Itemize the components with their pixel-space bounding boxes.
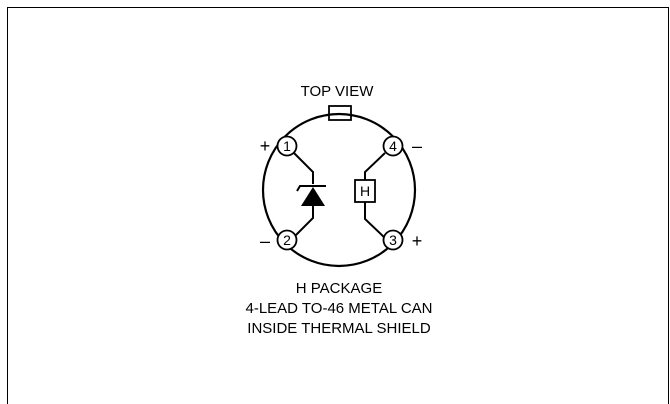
lead-pin1-trace <box>292 151 314 184</box>
heater-label: H <box>360 183 370 199</box>
lead-pin3-trace <box>364 202 386 239</box>
diagram-frame <box>7 7 669 404</box>
pin-1-polarity: + <box>260 136 271 156</box>
pin-2-polarity: – <box>260 231 270 251</box>
pin-4-circle <box>382 135 404 157</box>
zener-bar <box>296 185 326 192</box>
pin-1-number: 1 <box>283 138 291 154</box>
heater-box <box>354 179 376 203</box>
top-view-label: TOP VIEW <box>301 83 375 100</box>
pin-3-polarity: + <box>412 231 423 251</box>
pin-1-circle <box>276 135 298 157</box>
pin-2-circle <box>276 229 298 251</box>
pin-4-number: 4 <box>389 138 397 154</box>
zener-diode-icon <box>301 187 325 206</box>
lead-pin2-trace <box>292 204 314 239</box>
lead-pin4-trace <box>364 152 386 180</box>
package-outline <box>261 112 417 268</box>
caption-line-2: 4-LEAD TO-46 METAL CAN <box>245 300 432 317</box>
caption-line-3: INSIDE THERMAL SHIELD <box>247 320 431 337</box>
pin-3-circle <box>382 229 404 251</box>
pin-4-polarity: – <box>412 136 422 156</box>
caption-line-1: H PACKAGE <box>296 280 382 297</box>
pin-2-number: 2 <box>283 232 291 248</box>
pin-3-number: 3 <box>389 232 397 248</box>
